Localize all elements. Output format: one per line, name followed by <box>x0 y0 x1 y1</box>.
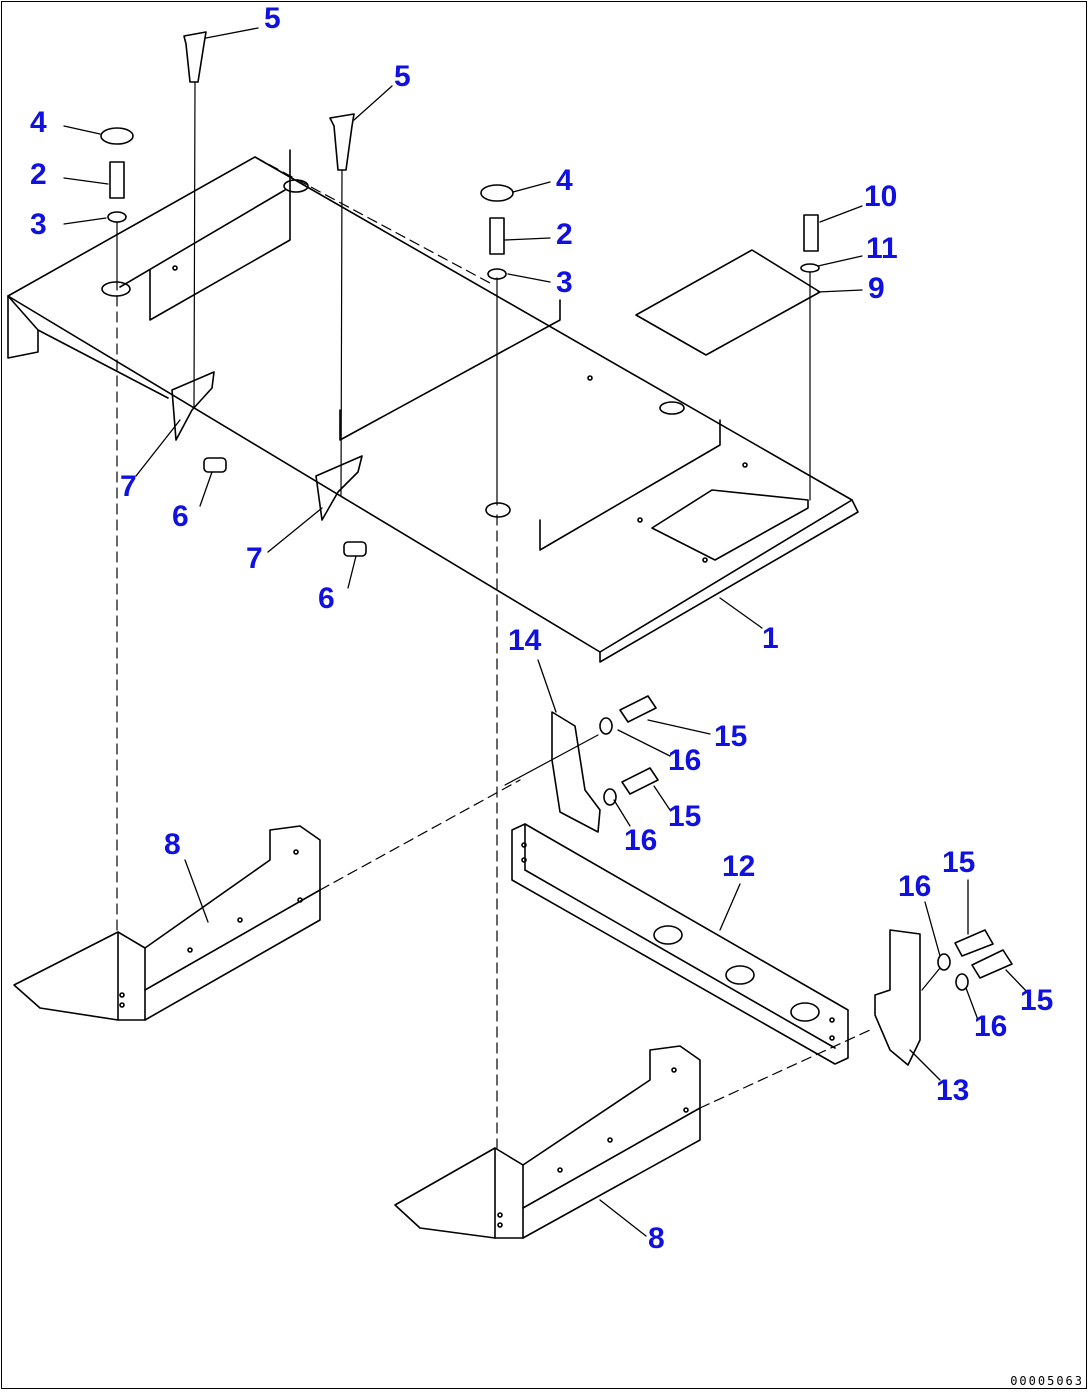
callout-3-washer-right: 3 <box>556 266 573 299</box>
callout-16-washer-b: 16 <box>624 824 658 857</box>
callout-6-pin-right: 6 <box>318 582 335 615</box>
callout-16-washer-a: 16 <box>668 744 702 777</box>
callout-8-bracket-left: 8 <box>164 828 181 861</box>
callout-15-bolt-b: 15 <box>668 800 702 833</box>
callout-9-cover-plate: 9 <box>868 272 885 305</box>
mount-bracket-part-8-left <box>13 825 321 1021</box>
callout-3-washer-left: 3 <box>30 208 47 241</box>
alignment-lines <box>116 81 941 1151</box>
callout-2-bolt-right: 2 <box>556 218 573 251</box>
callout-15-bolt-a: 15 <box>714 720 748 753</box>
cover-plate-part-9 <box>635 249 821 356</box>
callout-11-washer: 11 <box>866 232 898 265</box>
callout-10-bolt: 10 <box>864 180 898 213</box>
callout-13-side-plate: 13 <box>936 1074 970 1107</box>
callout-7-clip-right: 7 <box>246 542 263 575</box>
callout-5-clip-left: 5 <box>264 2 281 35</box>
floor-plate-part-1 <box>7 149 859 663</box>
callout-6-pin-left: 6 <box>172 500 189 533</box>
drawing-code: 00005063 <box>1010 1374 1084 1388</box>
callout-4-cap-left: 4 <box>30 106 47 139</box>
cross-member-part-12 <box>511 823 849 1065</box>
callout-15-bolt-d: 15 <box>1020 984 1054 1017</box>
side-plate-part-13 <box>874 929 921 1066</box>
callout-1-floor-plate: 1 <box>762 622 779 655</box>
callout-8-bracket-right: 8 <box>648 1222 665 1255</box>
callout-16-washer-d: 16 <box>974 1010 1008 1043</box>
callout-7-clip-left: 7 <box>120 470 137 503</box>
side-plate-part-14 <box>551 711 601 833</box>
callout-15-bolt-c: 15 <box>942 846 976 879</box>
leader-lines <box>63 27 1031 1237</box>
callout-16-washer-c: 16 <box>898 870 932 903</box>
mount-bracket-part-8-right <box>394 1045 701 1239</box>
callout-14-side-plate: 14 <box>508 624 542 657</box>
callout-5-clip-right: 5 <box>394 60 411 93</box>
callout-12-cross-member: 12 <box>722 850 756 883</box>
callout-4-cap-right: 4 <box>556 164 573 197</box>
callout-2-bolt-left: 2 <box>30 158 47 191</box>
